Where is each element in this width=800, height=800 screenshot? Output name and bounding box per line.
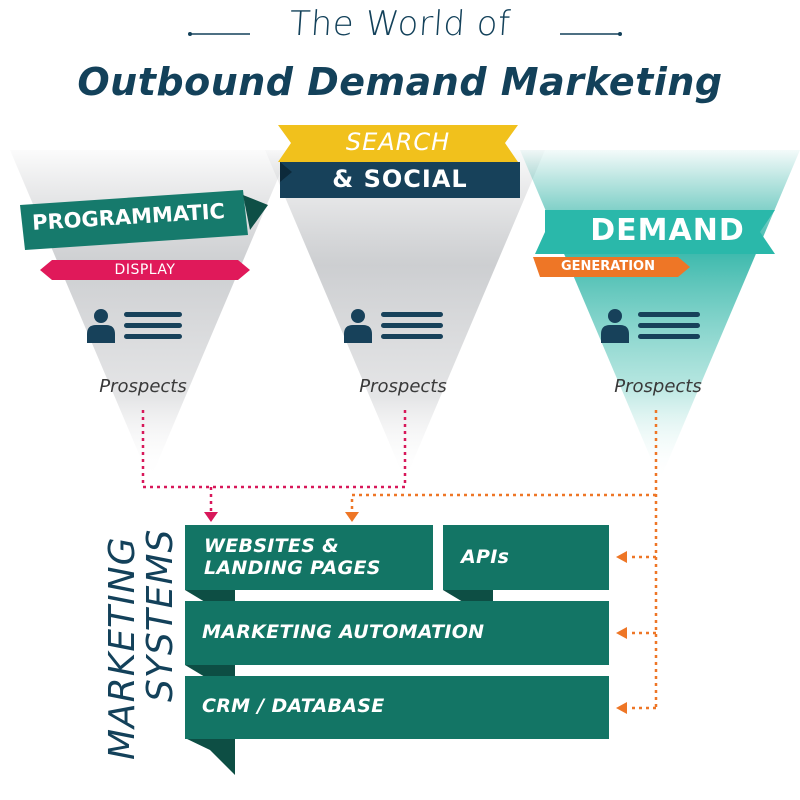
prospects-label: Prospects [99,376,187,397]
prospects-label: Prospects [614,376,702,397]
box-crm [185,676,609,739]
person-icon [601,309,700,343]
crm-label: CRM / DATABASE [202,695,385,717]
arrow-head [616,702,627,714]
connector-search [350,493,656,512]
banner-display [40,260,250,280]
label-social: & SOCIAL [332,165,468,193]
marketing-systems-line2: SYSTEMS [140,528,181,702]
banner-generation [533,257,690,277]
person-icon [344,309,443,343]
label-demand: DEMAND [590,213,745,248]
label-generation: GENERATION [560,259,655,274]
page-title: Outbound Demand Marketing [77,60,723,104]
banner-demand [535,210,775,254]
banner-social [280,162,520,198]
banner-programmatic [20,190,248,250]
box-apis [443,525,609,590]
banner-search [278,125,518,162]
box-marketing-automation [185,601,609,665]
websites-label-line1: WEBSITES & [204,535,339,557]
arrow-head [204,512,218,522]
arrow-head [345,512,359,522]
marketing-systems-label: MARKETING SYSTEMS [102,528,181,761]
prospects-label: Prospects [359,376,447,397]
person-icon [87,309,182,343]
connector-programmatic [141,410,407,489]
marketing-automation-label: MARKETING AUTOMATION [202,621,485,643]
websites-label-line2: LANDING PAGES [204,557,381,579]
arrow-head [616,551,627,563]
apis-label: APIs [461,546,510,568]
websites-label: WEBSITES & LANDING PAGES [204,535,381,579]
label-display: DISPLAY [114,262,176,278]
title-line-1: The World of [288,4,512,44]
label-search: SEARCH [345,128,451,156]
arrow-head [616,627,627,639]
box-websites [185,525,433,590]
marketing-systems-line1: MARKETING [102,536,143,761]
